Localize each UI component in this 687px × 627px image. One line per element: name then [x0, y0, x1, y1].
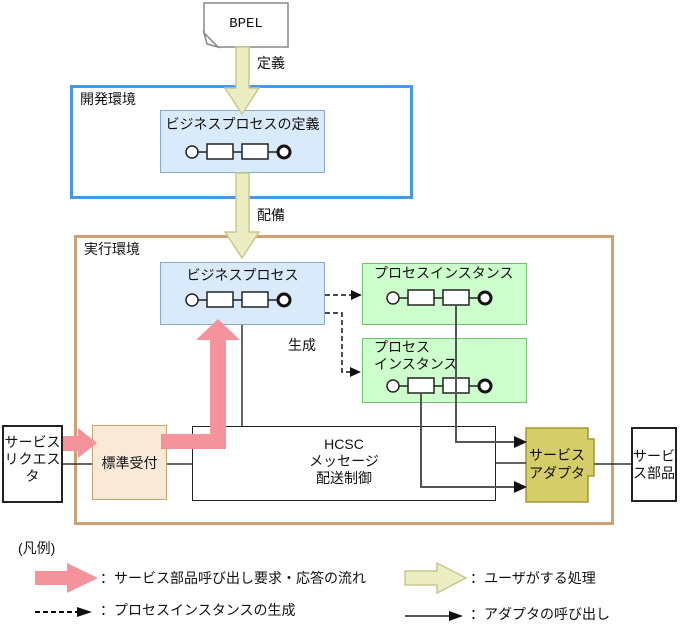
service-requester-box	[2, 425, 63, 503]
process-instance-1-title: プロセスインスタンス	[374, 265, 514, 281]
legend-adapter-call-label: ：アダプタの呼び出し	[470, 606, 610, 622]
standard-reception-title: 標準受付	[101, 455, 158, 471]
legend-dashed-arrow-icon	[35, 607, 92, 617]
service-component-label: サービ ス部品	[633, 448, 675, 481]
dev-env-title: 開発環境	[80, 91, 136, 107]
bpel-label: BPEL	[229, 16, 263, 32]
process-flow-icon	[185, 291, 292, 308]
service-requester-label: サービス リクエス タ	[4, 434, 61, 484]
legend-instance-creation-label: ：プロセスインスタンスの生成	[100, 602, 296, 618]
business-process-title: ビジネスプロセス	[186, 267, 299, 283]
process-flow-icon	[386, 377, 493, 394]
service-adapter-label: サービス アダプタ	[529, 447, 585, 481]
process-flow-icon	[386, 289, 493, 306]
process-flow-icon	[185, 143, 292, 160]
service-component-box	[631, 427, 677, 502]
legend-title: (凡例)	[18, 540, 56, 556]
exec-env-box	[74, 235, 614, 525]
legend-user-action-label: ：ユーザがする処理	[470, 570, 596, 586]
legend-solid-arrow-icon	[405, 611, 463, 621]
legend-yellow-arrow-icon	[404, 562, 468, 594]
hcsc-delivery-label: HCSC メッセージ 配送制御	[309, 436, 379, 486]
standard-reception-box	[92, 425, 167, 500]
process-instance-2-title-line2: インスタンス	[374, 356, 458, 372]
service-adapter-shape	[525, 427, 595, 503]
legend-pink-arrow-icon	[35, 563, 98, 593]
process-definition-title: ビジネスプロセスの定義	[165, 116, 320, 132]
generate-label: 生成	[288, 337, 316, 353]
define-label: 定義	[257, 55, 285, 71]
deploy-label: 配備	[257, 207, 285, 223]
exec-env-title: 実行環境	[84, 241, 140, 257]
legend-service-flow-label: ：サービス部品呼び出し要求・応答の流れ	[100, 570, 366, 586]
process-instance-2-title-line1: プロセス	[374, 339, 430, 355]
